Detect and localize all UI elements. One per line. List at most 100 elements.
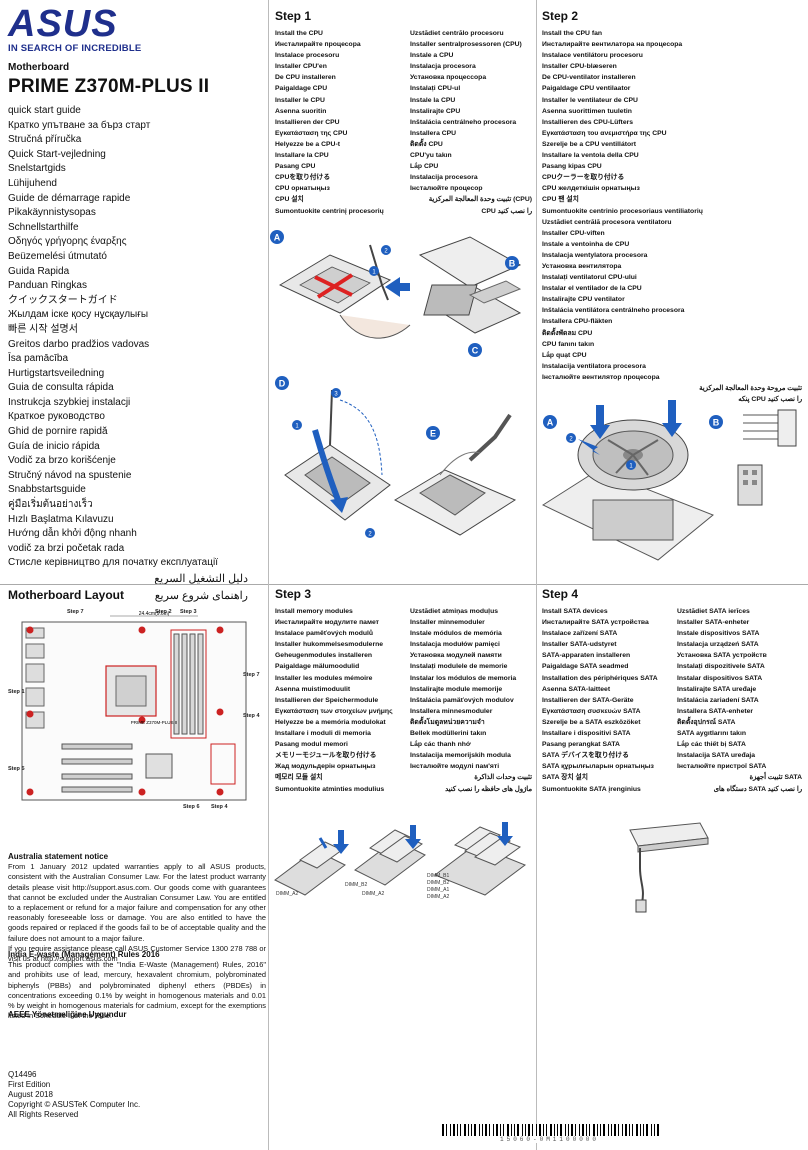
step1-text: Instalacija procesora (410, 174, 478, 182)
step4-text: SATA құрылғыларын орнатыңыз (542, 763, 654, 771)
step3-text: Helyezze be a memória modulokat (275, 718, 386, 726)
step3-text: Εγκατάσταση των στοιχείων μνήμης (275, 707, 393, 715)
step3-text: Instalacja modułów pamięci (410, 641, 500, 649)
callout-step7: Step 7 (243, 672, 260, 678)
column-divider-1 (268, 0, 269, 1150)
motherboard-layout-diagram: 24.4cm(9.6in) PRIME Z370M-PLUS II (21, 611, 247, 801)
guide-title: Stručná příručka (8, 134, 82, 146)
step3-text: Instalar los módulos de memoria (410, 674, 517, 682)
sata-cable (639, 848, 644, 904)
step3-text: 메모리 모듈 설치 (275, 774, 323, 782)
step2-text: CPUクーラーを取り付ける (542, 174, 625, 182)
step2-text: Instalacja wentylatora procesora (542, 251, 648, 259)
step1-text: Інсталюйте процесор (410, 185, 483, 193)
step2-text: Inštalácia ventilátora centrálneho proce… (542, 307, 685, 315)
step3-text: メモリーモジュールを取り付ける (275, 752, 377, 760)
dimm-label: DIMM_B1 (427, 873, 450, 879)
step2-text: Installer CPU-blæseren (542, 63, 617, 71)
step4-figure (629, 822, 709, 913)
step2-text: Sumontuokite centrinio procesoriaus vent… (542, 207, 703, 215)
step2-text: Installera CPU-fläkten (542, 318, 613, 326)
step3-figure (274, 822, 527, 896)
step1-text: Lắp CPU (410, 163, 439, 171)
doc-code: Q14496 (8, 1070, 37, 1079)
step4-text: SATA-apparaten installeren (542, 652, 631, 660)
guide-title: Quick Start-vejledning (8, 148, 106, 160)
svg-text:B: B (713, 418, 720, 428)
arrow-right-icon (385, 277, 410, 297)
horizontal-divider (0, 584, 808, 585)
step3-text: ماژول های حافظه را نصب کنید (445, 785, 532, 793)
step1-text: Paigaldage CPU (275, 85, 328, 93)
step4-text: Inštalácia zariadení SATA (677, 696, 759, 704)
step4-text: Installer SATA-udstyret (542, 641, 617, 649)
guide-title: Кратко упътване за бърз старт (8, 119, 151, 131)
svg-text:A: A (274, 233, 281, 243)
step4-text: Paigaldage SATA seadmed (542, 663, 629, 671)
svg-text:2: 2 (384, 249, 388, 255)
sata-drive (629, 822, 709, 853)
svg-text:1: 1 (295, 424, 299, 430)
svg-text:2: 2 (569, 437, 573, 443)
sata-connector (635, 899, 647, 913)
australia-notice-title: Australia statement notice (8, 852, 109, 861)
step2-text: Instalace ventilátoru procesoru (542, 52, 643, 60)
step3-text: Geheugenmodules installeren (275, 652, 373, 660)
cpu-socket-e (393, 413, 517, 536)
step1-text: Instalirajte CPU (410, 107, 461, 115)
guide-title: Stručný návod na spustenie (8, 469, 132, 481)
svg-text:E: E (430, 429, 436, 439)
india-notice-title: India E-waste (Management) Rules 2016 (8, 950, 160, 959)
step2-text: ติดตั้งพัดลม CPU (542, 329, 593, 337)
turkey-notice: AEEE Yönetmeliğine Uygundur (8, 1010, 266, 1020)
step2-text: CPU желдеткішін орнатыңыз (542, 185, 640, 193)
product-category: Motherboard (8, 62, 70, 73)
step1-text: Instale la CPU (410, 96, 456, 104)
step4-text: Instalați dispozitivele SATA (677, 663, 765, 671)
guide-title: 빠른 시작 설명서 (8, 323, 78, 335)
guide-title: Guía de inicio rápida (8, 440, 100, 452)
guide-title: Snelstartgids (8, 163, 66, 175)
step2-text: Instale a ventoinha de CPU (542, 240, 630, 248)
callout-step5: Step 5 (8, 766, 25, 772)
india-notice: India E-waste (Management) Rules 2016 Th… (8, 950, 266, 1021)
step1-text: Installera CPU (410, 129, 457, 137)
step1-text: Установка процессора (410, 74, 487, 82)
step3-text: Lắp các thanh nhớ (410, 741, 471, 749)
asus-logo: ASUS IN SEARCH OF INCREDIBLE (8, 5, 141, 54)
step1-text: Installer sentralprosessoren (CPU) (410, 41, 522, 49)
step4-text: Installer SATA-enheter (677, 619, 750, 627)
step3-text: Instalați modulele de memorie (410, 663, 508, 671)
svg-text:B: B (509, 259, 516, 269)
arrow-down-icon (333, 830, 349, 854)
svg-text:3: 3 (334, 392, 338, 398)
step4-text: Εγκατάσταση συσκευών SATA (542, 707, 641, 715)
badge-a (270, 230, 284, 244)
edition: First Edition (8, 1080, 51, 1089)
step1-figure-bottom: D 1 2 3 E (275, 376, 517, 538)
step1-text: De CPU installeren (275, 74, 336, 82)
step3-text: Bellek modüllerini takın (410, 730, 487, 738)
step4-text: Pasang perangkat SATA (542, 741, 620, 749)
australia-notice-help: If you require assistance please call AS… (8, 943, 266, 964)
dimm-label: DIMM_B2 (345, 882, 368, 888)
step3-text: Instale módulos de memória (410, 630, 502, 638)
step1-text: Instalați CPU-ul (410, 85, 461, 93)
step2-text: CPU fanını takın (542, 340, 595, 348)
step1-text: Instalace procesoru (275, 52, 340, 60)
guide-title: คู่มือเริ่มต้นอย่างเร็ว (8, 499, 93, 511)
step3-text: Instalacija memorijskih modula (410, 752, 511, 760)
step4-text: Instalacija SATA uređaja (677, 752, 756, 760)
copyright: Copyright © ASUSTeK Computer Inc. (8, 1100, 141, 1109)
dimm-label: DIMM_A1 (427, 887, 450, 893)
guide-title-rtl: راهنمای شروع سریع (154, 590, 248, 602)
callout-step3: Step 3 (180, 609, 197, 615)
step1-text: CPU'yu takın (410, 152, 452, 160)
model-name: PRIME Z370M-PLUS II (8, 76, 210, 97)
fan-connector (737, 409, 797, 506)
step2-text: Instalacija ventilatora procesora (542, 362, 646, 370)
